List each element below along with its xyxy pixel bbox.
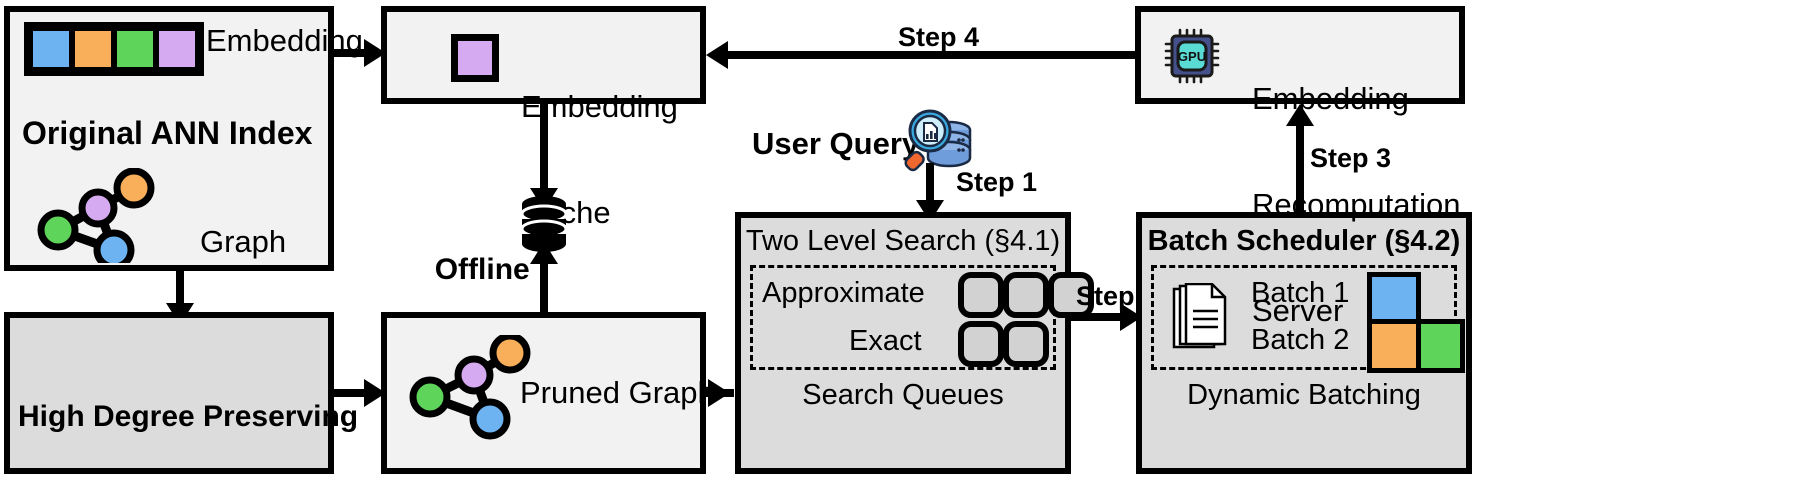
recomputation-server-line2: Recomputation <box>1252 186 1461 222</box>
queue-slot[interactable] <box>1003 272 1049 318</box>
step-3-label: Step 3 <box>1310 143 1392 173</box>
batch-2-chips <box>1367 319 1465 373</box>
arrow-pruning-to-pruned <box>334 389 368 397</box>
database-icon <box>520 195 568 262</box>
embedding-chip-strip <box>24 22 204 76</box>
arrow-step-3 <box>1296 124 1304 212</box>
embedding-chip-green <box>114 28 156 70</box>
embedding-cache-box <box>381 6 706 104</box>
user-query-label: User Query <box>752 126 920 161</box>
arrow-step-2 <box>1071 313 1127 321</box>
arrow-pruning-to-pruned-head <box>364 379 386 407</box>
step-1-label: Step 1 <box>956 167 1038 197</box>
embedding-chip-purple <box>156 28 198 70</box>
gpu-icon-text: GPU <box>1178 49 1206 64</box>
search-row-exact-label: Exact <box>849 325 922 357</box>
recomputation-server-line3: Server <box>1252 292 1344 328</box>
pruned-graph-icon <box>406 335 536 440</box>
pruned-graph-label: Pruned Graph <box>520 375 715 410</box>
arrow-cache-to-storage <box>540 104 548 192</box>
documents-icon <box>1168 282 1230 360</box>
batch-chip-blue <box>1372 277 1416 321</box>
arrow-index-to-cache-head <box>364 39 386 67</box>
batch-2-label: Batch 2 <box>1251 324 1350 356</box>
graph-pruning-title: High Degree Preserving Graph Pruning (§5… <box>18 332 359 481</box>
embedding-cache-chip <box>451 34 499 82</box>
batch-chip-orange <box>1372 324 1416 368</box>
graph-label: Graph <box>200 224 287 259</box>
queue-slot[interactable] <box>958 321 1004 367</box>
arrow-pruned-to-storage-head <box>530 242 558 264</box>
graph-pruning-line1: High Degree Preserving <box>18 400 359 434</box>
arrow-index-to-pruning <box>176 271 184 307</box>
two-level-search-title: Two Level Search (§4.1) <box>745 225 1061 257</box>
gpu-icon: GPU <box>1163 27 1221 90</box>
original-ann-index-title: Original ANN Index <box>22 115 313 151</box>
offline-storage-line1: Offline <box>434 253 530 287</box>
arrow-pruned-to-storage <box>540 262 548 322</box>
queue-slot[interactable] <box>1048 272 1094 318</box>
embedding-chip-orange <box>72 28 114 70</box>
batch-scheduler-title: Batch Scheduler (§4.2) <box>1147 225 1461 257</box>
arrow-step-1 <box>926 163 934 205</box>
arrow-step-4 <box>724 51 1135 59</box>
embedding-chip-blue <box>30 28 72 70</box>
arrow-step-3-head <box>1286 104 1314 126</box>
search-row-approximate-slots <box>958 272 1094 318</box>
dynamic-batching-footer: Dynamic Batching <box>1187 379 1421 411</box>
batch-chip-green <box>1416 324 1460 368</box>
recomputation-server-line1: Embedding <box>1252 80 1409 116</box>
step-4-label: Step 4 <box>898 22 980 52</box>
arrow-step-4-head <box>706 41 728 69</box>
arrow-index-to-cache <box>334 49 368 57</box>
original-graph-icon <box>36 168 156 263</box>
search-row-approximate-label: Approximate <box>762 277 925 309</box>
search-queues-footer: Search Queues <box>802 379 1004 411</box>
search-row-exact-slots <box>958 321 1049 367</box>
queue-slot[interactable] <box>1003 321 1049 367</box>
queue-slot[interactable] <box>958 272 1004 318</box>
arrow-pruned-to-search-head <box>708 379 730 407</box>
query-search-database-icon <box>903 104 975 179</box>
recomputation-server-title: Embedding Recomputation Server <box>1252 10 1461 399</box>
dynamic-batching-group <box>1151 265 1457 370</box>
search-queues-group <box>750 265 1056 370</box>
batch-1-label: Batch 1 <box>1251 277 1350 309</box>
graph-pruning-box <box>4 312 334 474</box>
